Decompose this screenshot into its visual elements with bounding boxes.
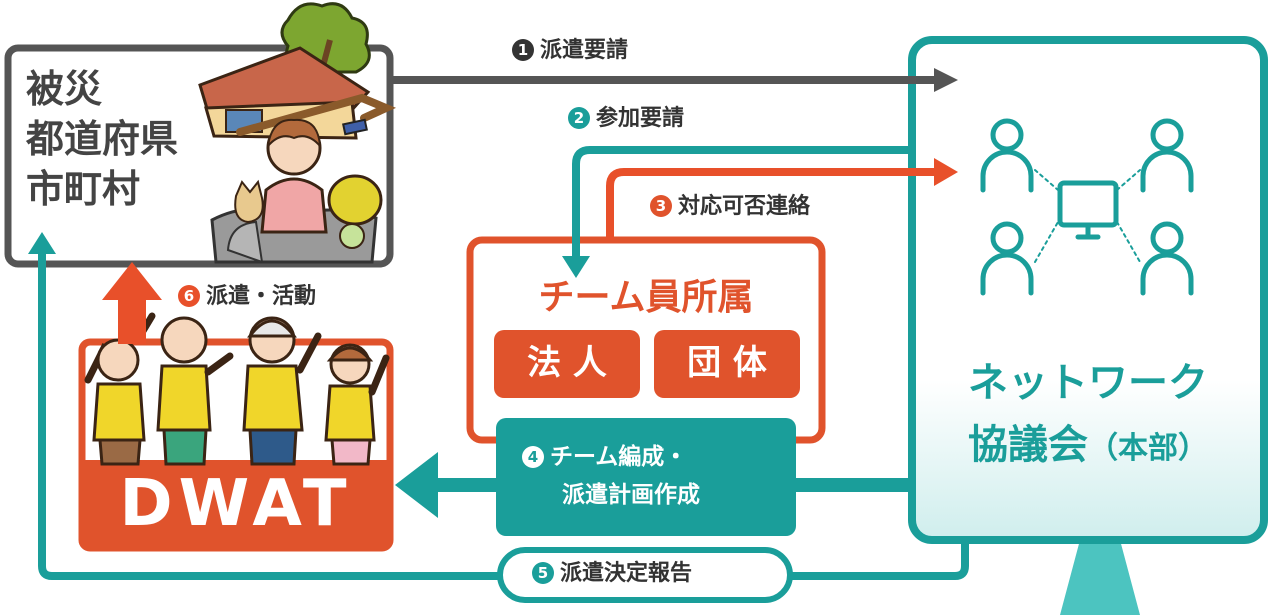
arrow-5-decision-report	[28, 232, 969, 603]
affected-line-2: 都道府県	[26, 117, 179, 161]
member-org-title: チーム員所属	[538, 277, 754, 318]
arrow-6-dispatch-activity	[102, 262, 162, 344]
affected-title: 被災 都道府県 市町村	[26, 64, 178, 214]
step-1-number: 1	[512, 39, 534, 61]
step-4-label: 4 チーム編成・ 派遣計画作成	[522, 438, 700, 514]
step-6-label: 6 派遣・活動	[178, 284, 316, 310]
arrow-4-team-formation	[395, 418, 912, 536]
step-5-number: 5	[532, 562, 554, 584]
dwat-label-band	[82, 460, 390, 548]
network-title: ネットワーク 協議会（本部）	[916, 352, 1260, 480]
arrow-1-dispatch-request	[392, 68, 958, 92]
step-3-label: 3 対応可否連絡	[650, 194, 810, 220]
step-1-text: 派遣要請	[540, 38, 629, 63]
step-3-number: 3	[650, 195, 672, 217]
network-title-line-1: ネットワーク	[968, 360, 1208, 406]
network-people-computer-icon	[980, 118, 1194, 296]
dwat-team-illustration	[84, 312, 390, 466]
disaster-house-illustration	[198, 2, 397, 264]
tag-group	[654, 330, 800, 398]
network-title-line-2: 協議会	[968, 422, 1088, 468]
tag-corporation	[494, 330, 640, 398]
step-1-label: 1 派遣要請	[512, 38, 628, 64]
step-4-line-1: チーム編成・	[550, 444, 688, 470]
affected-line-1: 被災	[26, 67, 103, 111]
network-title-suffix: （本部）	[1088, 431, 1208, 466]
step-2-number: 2	[568, 107, 590, 129]
step-6-number: 6	[178, 285, 200, 307]
board-stand	[1060, 540, 1140, 615]
affected-line-3: 市町村	[26, 167, 141, 211]
tag-corporation-label: 法 人	[527, 343, 607, 383]
arrow-2-participation-request	[562, 146, 912, 278]
network-council-box	[908, 36, 1268, 615]
step-3-text: 対応可否連絡	[678, 194, 811, 219]
step-5-text: 派遣決定報告	[560, 561, 693, 586]
step-2-text: 参加要請	[596, 106, 685, 131]
arrow-3-availability-response	[606, 158, 958, 240]
dwat-label: DWAT	[119, 467, 353, 541]
step-6-text: 派遣・活動	[206, 284, 317, 309]
step-4-number: 4	[522, 446, 544, 468]
step-5-label: 5 派遣決定報告	[532, 561, 692, 587]
tag-group-label: 団 体	[687, 343, 767, 383]
step-4-line-2: 派遣計画作成	[562, 482, 700, 508]
step-2-label: 2 参加要請	[568, 106, 684, 132]
